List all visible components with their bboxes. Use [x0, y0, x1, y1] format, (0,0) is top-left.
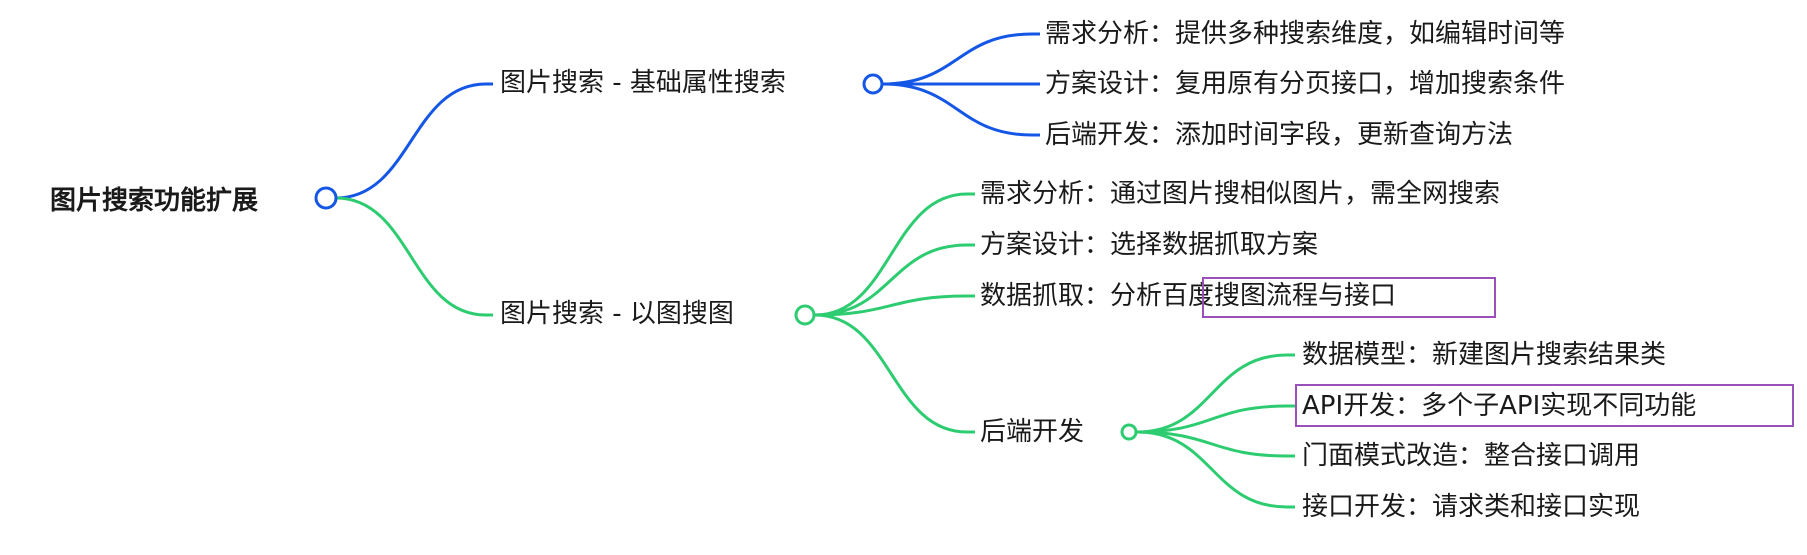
link-root-to-image-search [335, 196, 487, 317]
link-image-to-scraping [814, 294, 968, 317]
image-data-scraping-node[interactable]: 数据抓取：分析百度搜图流程与接口 [980, 281, 1397, 311]
image-search-node-circle[interactable] [794, 304, 816, 326]
link-backend-to-facade [1136, 430, 1288, 458]
basic-search-node-circle[interactable] [862, 73, 884, 95]
image-solution-design-node[interactable]: 方案设计：选择数据抓取方案 [980, 230, 1319, 260]
link-backend-to-interface [1136, 430, 1288, 509]
basic-backend-dev-node[interactable]: 后端开发：添加时间字段，更新查询方法 [1045, 120, 1514, 150]
basic-requirement-analysis-node[interactable]: 需求分析：提供多种搜索维度，如编辑时间等 [1045, 19, 1566, 49]
branch-basic-search-label[interactable]: 图片搜索 - 基础属性搜索 [500, 68, 786, 98]
image-requirement-analysis-node[interactable]: 需求分析：通过图片搜相似图片，需全网搜索 [980, 179, 1501, 209]
link-backend-to-data-model [1136, 353, 1288, 434]
branch-image-search-label[interactable]: 图片搜索 - 以图搜图 [500, 299, 734, 329]
link-backend-to-api-dev [1136, 404, 1288, 434]
image-backend-dev-node[interactable]: 后端开发 [980, 417, 1085, 447]
basic-solution-design-node[interactable]: 方案设计：复用原有分页接口，增加搜索条件 [1045, 69, 1566, 99]
api-dev-node[interactable]: API开发：多个子API实现不同功能 [1302, 391, 1697, 421]
link-image-to-requirement [814, 192, 968, 317]
root-node-label[interactable]: 图片搜索功能扩展 [50, 186, 259, 216]
link-image-to-solution [814, 243, 968, 317]
link-basic-to-requirement [882, 32, 1033, 86]
link-root-to-basic-search [335, 82, 487, 200]
data-model-node[interactable]: 数据模型：新建图片搜索结果类 [1302, 340, 1667, 370]
highlight-box-baidu-flow [1202, 277, 1496, 318]
root-node-circle[interactable] [314, 186, 338, 210]
link-basic-to-backend [882, 82, 1033, 137]
highlight-box-api-dev [1295, 384, 1794, 427]
backend-dev-node-circle[interactable] [1120, 423, 1138, 441]
interface-dev-node[interactable]: 接口开发：请求类和接口实现 [1302, 492, 1641, 522]
link-image-to-backend [814, 313, 968, 434]
facade-refactor-node[interactable]: 门面模式改造：整合接口调用 [1302, 441, 1641, 471]
